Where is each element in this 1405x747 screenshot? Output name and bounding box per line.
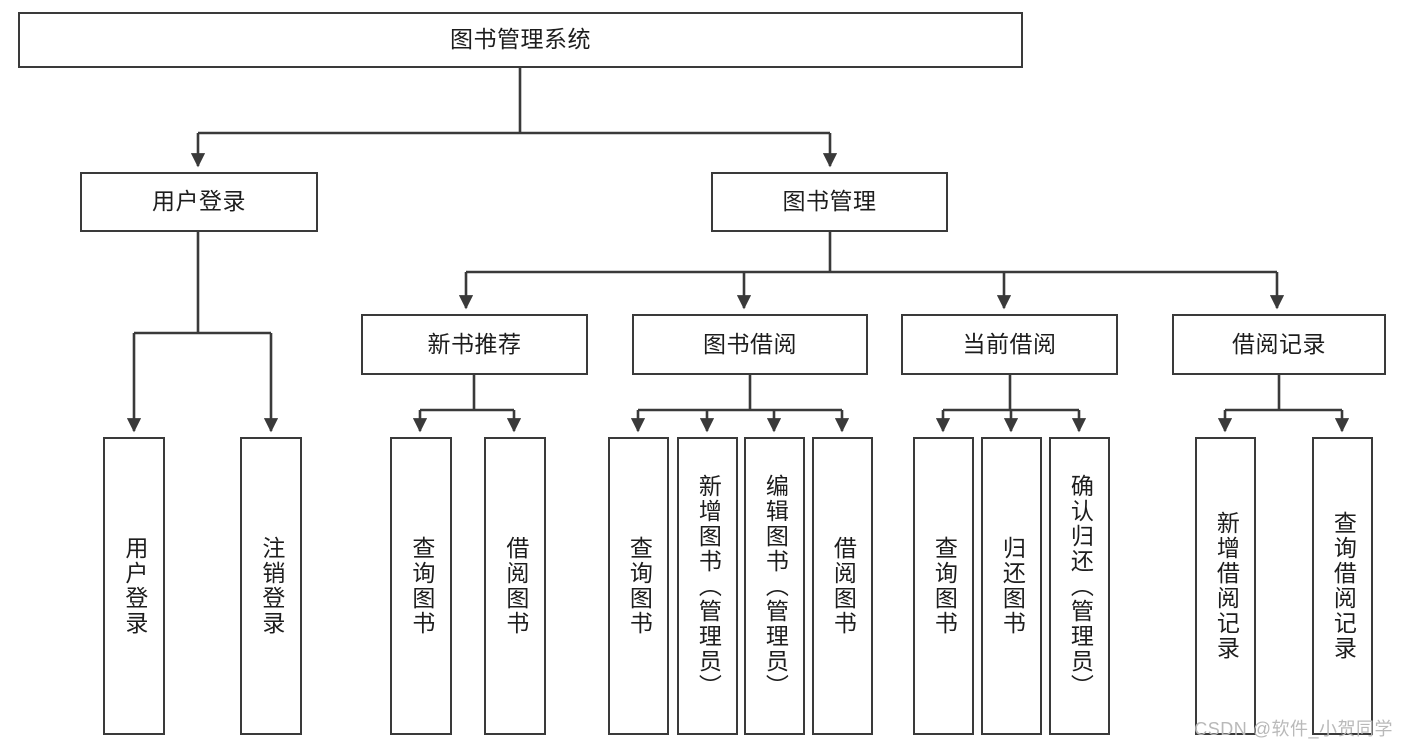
node-leaf-add-borrow-record[interactable]: 新增借阅记录 — [1195, 437, 1256, 735]
node-leaf-logout-login-label: 注销登录 — [258, 536, 285, 636]
node-user-login[interactable]: 用户登录 — [80, 172, 318, 232]
node-leaf-borrow-book-1-label: 借阅图书 — [502, 536, 529, 636]
node-book-management-label: 图书管理 — [782, 188, 877, 215]
node-leaf-return-book[interactable]: 归还图书 — [981, 437, 1042, 735]
node-leaf-query-book-1[interactable]: 查询图书 — [390, 437, 452, 735]
node-leaf-query-book-3[interactable]: 查询图书 — [913, 437, 974, 735]
node-leaf-return-book-label: 归还图书 — [999, 536, 1026, 636]
node-book-borrow[interactable]: 图书借阅 — [632, 314, 868, 375]
node-leaf-user-login-label: 用户登录 — [121, 536, 148, 636]
node-root[interactable]: 图书管理系统 — [18, 12, 1023, 68]
node-book-management[interactable]: 图书管理 — [711, 172, 948, 232]
node-root-label: 图书管理系统 — [450, 26, 591, 53]
node-book-borrow-label: 图书借阅 — [703, 330, 797, 357]
node-new-book-recommend[interactable]: 新书推荐 — [361, 314, 588, 375]
node-leaf-query-book-2[interactable]: 查询图书 — [608, 437, 669, 735]
node-leaf-confirm-return-admin[interactable]: 确认归还（管理员） — [1049, 437, 1110, 735]
node-leaf-add-book-admin[interactable]: 新增图书（管理员） — [677, 437, 738, 735]
node-user-login-label: 用户登录 — [152, 188, 246, 215]
node-leaf-borrow-book-1[interactable]: 借阅图书 — [484, 437, 546, 735]
node-leaf-confirm-return-admin-label: 确认归还（管理员） — [1067, 473, 1094, 699]
node-leaf-query-book-2-label: 查询图书 — [626, 536, 653, 636]
node-leaf-query-borrow-record-label: 查询借阅记录 — [1330, 511, 1357, 661]
node-borrow-record-label: 借阅记录 — [1232, 330, 1326, 357]
node-leaf-logout-login[interactable]: 注销登录 — [240, 437, 302, 735]
node-current-borrow[interactable]: 当前借阅 — [901, 314, 1118, 375]
node-leaf-query-borrow-record[interactable]: 查询借阅记录 — [1312, 437, 1373, 735]
node-leaf-edit-book-admin-label: 编辑图书（管理员） — [762, 473, 789, 699]
node-borrow-record[interactable]: 借阅记录 — [1172, 314, 1386, 375]
node-leaf-borrow-book-2[interactable]: 借阅图书 — [812, 437, 873, 735]
node-leaf-add-book-admin-label: 新增图书（管理员） — [695, 473, 722, 699]
node-new-book-recommend-label: 新书推荐 — [427, 330, 522, 357]
node-leaf-query-book-1-label: 查询图书 — [408, 536, 435, 636]
node-current-borrow-label: 当前借阅 — [962, 330, 1057, 357]
watermark: CSDN @软件_小贺同学 — [1194, 719, 1393, 739]
node-leaf-user-login[interactable]: 用户登录 — [103, 437, 165, 735]
node-leaf-borrow-book-2-label: 借阅图书 — [830, 536, 857, 636]
node-leaf-add-borrow-record-label: 新增借阅记录 — [1213, 511, 1240, 661]
node-leaf-edit-book-admin[interactable]: 编辑图书（管理员） — [744, 437, 805, 735]
node-leaf-query-book-3-label: 查询图书 — [931, 536, 958, 636]
